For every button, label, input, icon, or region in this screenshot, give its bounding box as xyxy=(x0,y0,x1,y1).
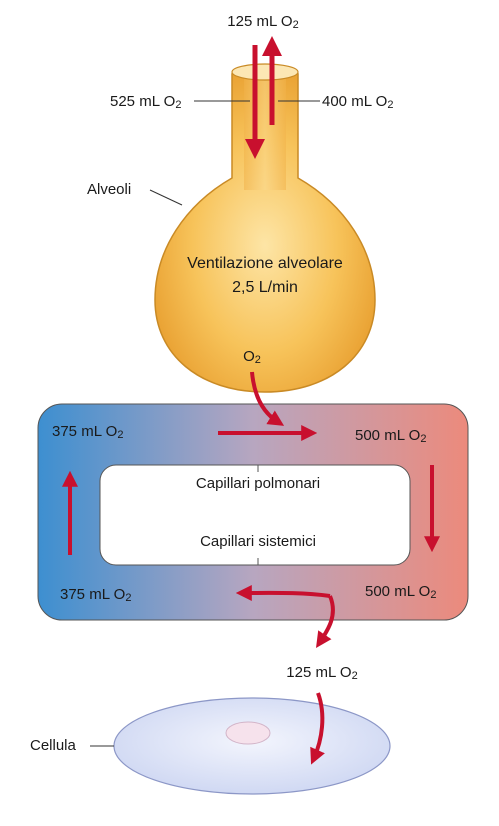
cell-body xyxy=(113,697,391,795)
label-alveoli: Alveoli xyxy=(87,181,132,198)
alveolus-neck xyxy=(244,70,286,190)
label-ventilation-line2: 2,5 L/min xyxy=(232,279,298,296)
o2-to-cell-arrow xyxy=(310,692,325,765)
cell-nucleus xyxy=(225,721,271,745)
label-top-o2: 125 mL O2 xyxy=(227,13,299,31)
capillary-inner xyxy=(99,464,411,566)
leader-alveoli xyxy=(149,189,183,206)
alveolus-opening xyxy=(231,63,299,81)
label-venous-top: 375 mL O2 xyxy=(52,423,124,441)
label-capillari-polmonari: Capillari polmonari xyxy=(195,475,321,492)
label-alveolus-o2: O2 xyxy=(243,348,261,366)
label-cellula: Cellula xyxy=(30,737,76,754)
alveolus-to-capillary-arrow xyxy=(250,371,285,426)
label-capillari-sistemici: Capillari sistemici xyxy=(200,533,316,550)
alveolus-body xyxy=(154,65,376,393)
label-right-o2: 400 mL O2 xyxy=(322,93,394,111)
capillary-loop xyxy=(37,403,469,621)
capillary-to-tissue-arrow xyxy=(316,595,335,648)
alveolus xyxy=(154,63,376,393)
label-cell-o2: 125 mL O2 xyxy=(286,664,358,682)
label-venous-bottom: 375 mL O2 xyxy=(60,586,132,604)
label-arterial-bottom: 500 mL O2 xyxy=(365,583,437,601)
cell xyxy=(113,697,391,795)
label-arterial-top: 500 mL O2 xyxy=(355,427,427,445)
label-ventilation-line1: Ventilazione alveolare xyxy=(187,255,343,272)
label-left-o2: 525 mL O2 xyxy=(110,93,182,111)
bottom-flow-arrow xyxy=(235,584,331,601)
